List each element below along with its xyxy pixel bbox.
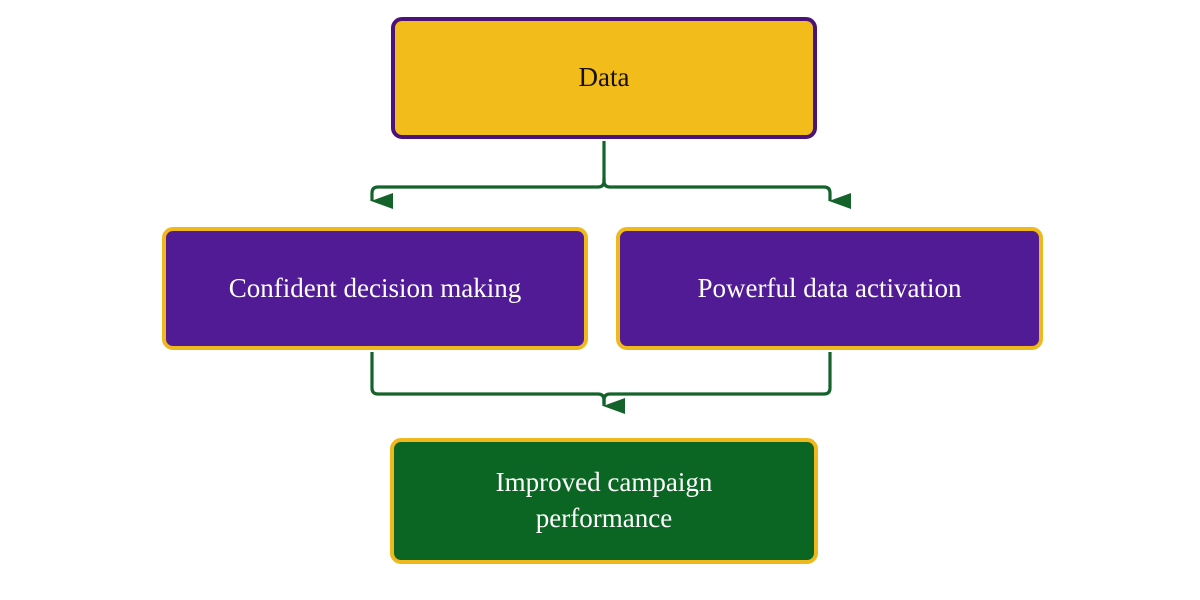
- node-improved-campaign-performance[interactable]: Improved campaign performance: [390, 438, 818, 564]
- node-improved-campaign-performance-label: Improved campaign performance: [495, 467, 713, 533]
- node-powerful-data-activation[interactable]: Powerful data activation: [616, 227, 1043, 350]
- edge-powerful-to-improved: [602, 352, 832, 404]
- edge-data-to-confident: [370, 178, 606, 209]
- node-confident-decision-making[interactable]: Confident decision making: [162, 227, 588, 350]
- node-powerful-data-activation-label: Powerful data activation: [697, 272, 962, 303]
- edge-confident-to-improved: [370, 352, 606, 404]
- edge-data-to-powerful: [602, 178, 851, 209]
- edge-data-to-children: [370, 141, 851, 209]
- node-confident-decision-making-label: Confident decision making: [228, 272, 522, 303]
- edge-children-to-improved: [370, 352, 832, 414]
- node-data[interactable]: Data: [391, 17, 817, 139]
- node-data-label: Data: [578, 62, 630, 93]
